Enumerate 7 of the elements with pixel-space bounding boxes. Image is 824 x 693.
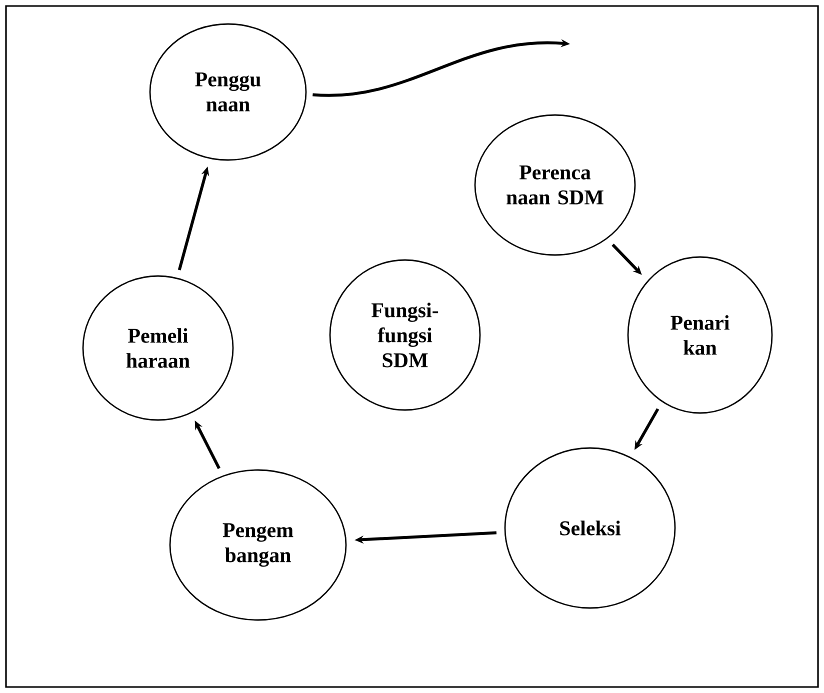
circle-node: Pemeli haraan (82, 275, 234, 421)
circle-node: Fungsi-fungsi SDM (329, 259, 481, 411)
circle-node: Seleksi (504, 447, 676, 609)
circle-node: Penggu naan (149, 23, 307, 161)
circle-node: Perenca naan SDM (474, 114, 636, 256)
circle-node: Pengem bangan (169, 469, 347, 621)
circle-node: Penari kan (627, 256, 773, 414)
